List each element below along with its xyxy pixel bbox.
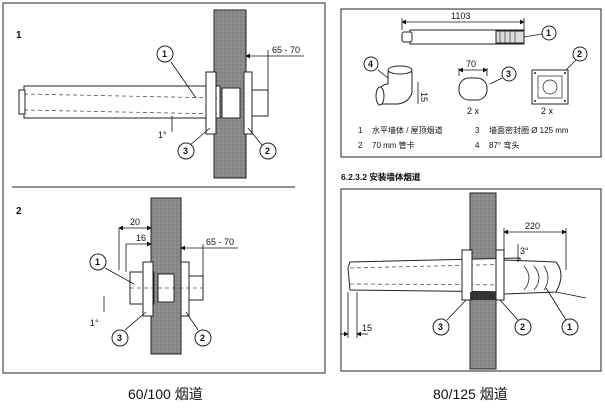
dim-16: 16	[136, 233, 146, 243]
svg-text:1: 1	[546, 28, 551, 38]
legend-num-2: 2	[358, 141, 363, 150]
dim-length: 1103	[451, 11, 470, 21]
legend-text-4: 87° 弯头	[489, 140, 519, 150]
figure-2: 2 20 16 65 - 70 1° 1 3 2	[16, 197, 238, 355]
pipe-clip	[458, 77, 488, 101]
callout-1-fig3	[561, 318, 579, 336]
callout-2-fig2	[194, 329, 212, 347]
section-heading: 6.2.3.2 安装墙体烟道	[341, 172, 421, 182]
dim-wall-2: 65 - 70	[206, 237, 234, 247]
svg-text:1: 1	[162, 49, 167, 59]
callout-4-kit	[363, 56, 379, 72]
dim-wall-1: 65 - 70	[272, 45, 300, 55]
pipe-end-cap-1	[18, 89, 26, 115]
callout-2-kit	[572, 46, 588, 62]
svg-text:3: 3	[117, 333, 122, 343]
callout-3-fig3	[432, 318, 450, 336]
terminal-3	[503, 259, 562, 295]
svg-text:4: 4	[368, 59, 373, 69]
legend-num-4: 4	[475, 141, 480, 150]
caption-60-100: 60/100 烟道	[128, 386, 203, 402]
angle-label-1: 1°	[158, 130, 167, 140]
qty-seal: 2 x	[541, 106, 554, 116]
angle-label-2: 1°	[90, 318, 99, 328]
figure-80-125: 220 3° 15 3 2 1	[340, 192, 587, 370]
wall-seal-outer-3	[495, 249, 505, 301]
dim-20: 20	[130, 217, 140, 227]
flue-pipe-3	[347, 257, 521, 293]
legend-num-1: 1	[358, 126, 363, 135]
figure-1: 1 1° 65 - 70 1 3 2	[16, 9, 304, 179]
dim-70: 70	[466, 59, 476, 69]
callout-3-fig1	[177, 142, 195, 160]
callout-1-fig2	[89, 253, 107, 271]
wall-seal-outer-1	[243, 71, 253, 135]
pipe-through-wall-1	[221, 87, 241, 119]
svg-text:2: 2	[265, 146, 270, 156]
callout-2-fig1	[259, 142, 277, 160]
callout-1-kit	[541, 25, 557, 41]
svg-text:2: 2	[520, 322, 525, 332]
callout-2-fig3	[514, 318, 532, 336]
figure-2-number: 2	[16, 206, 22, 217]
wall-seal-inner-2	[142, 261, 154, 317]
legend-num-3: 3	[475, 126, 480, 135]
wall-seal-inner-3	[461, 249, 473, 301]
svg-text:3: 3	[438, 322, 443, 332]
svg-text:3: 3	[183, 146, 188, 156]
left-panel-frame	[2, 2, 326, 374]
elbow-87	[379, 71, 413, 105]
callout-1-fig1	[156, 45, 174, 63]
wall-seal-inner-1	[205, 71, 217, 135]
legend-text-1: 水平墙体 / 屋顶烟道	[372, 125, 443, 135]
terminal-1	[251, 89, 269, 117]
svg-text:1: 1	[567, 322, 572, 332]
dim-15: 15	[419, 92, 429, 102]
svg-text:1: 1	[95, 257, 100, 267]
figure-1-number: 1	[16, 30, 22, 41]
kit-contents: 1103 1 15 4 70 2 x 3 2 x 2 1 水平	[358, 11, 588, 150]
wall-seal-outer-2	[180, 261, 190, 317]
legend-text-2: 70 mm 管卡	[372, 140, 415, 150]
callout-3-kit	[501, 66, 517, 82]
dim-220: 220	[525, 221, 540, 231]
svg-text:3: 3	[506, 69, 511, 79]
callout-3-fig2	[111, 329, 129, 347]
angle-label-3: 3°	[520, 246, 529, 256]
right-bottom-panel-frame	[340, 188, 602, 372]
legend-text-3: 墙面密封圈 Ø 125 mm	[489, 125, 569, 135]
dim-15-bottom: 15	[362, 323, 372, 333]
svg-text:2: 2	[577, 49, 582, 59]
svg-text:2: 2	[200, 333, 205, 343]
right-top-panel-frame	[340, 8, 602, 158]
caption-80-125: 80/125 烟道	[433, 386, 508, 402]
qty-clip: 2 x	[467, 106, 480, 116]
